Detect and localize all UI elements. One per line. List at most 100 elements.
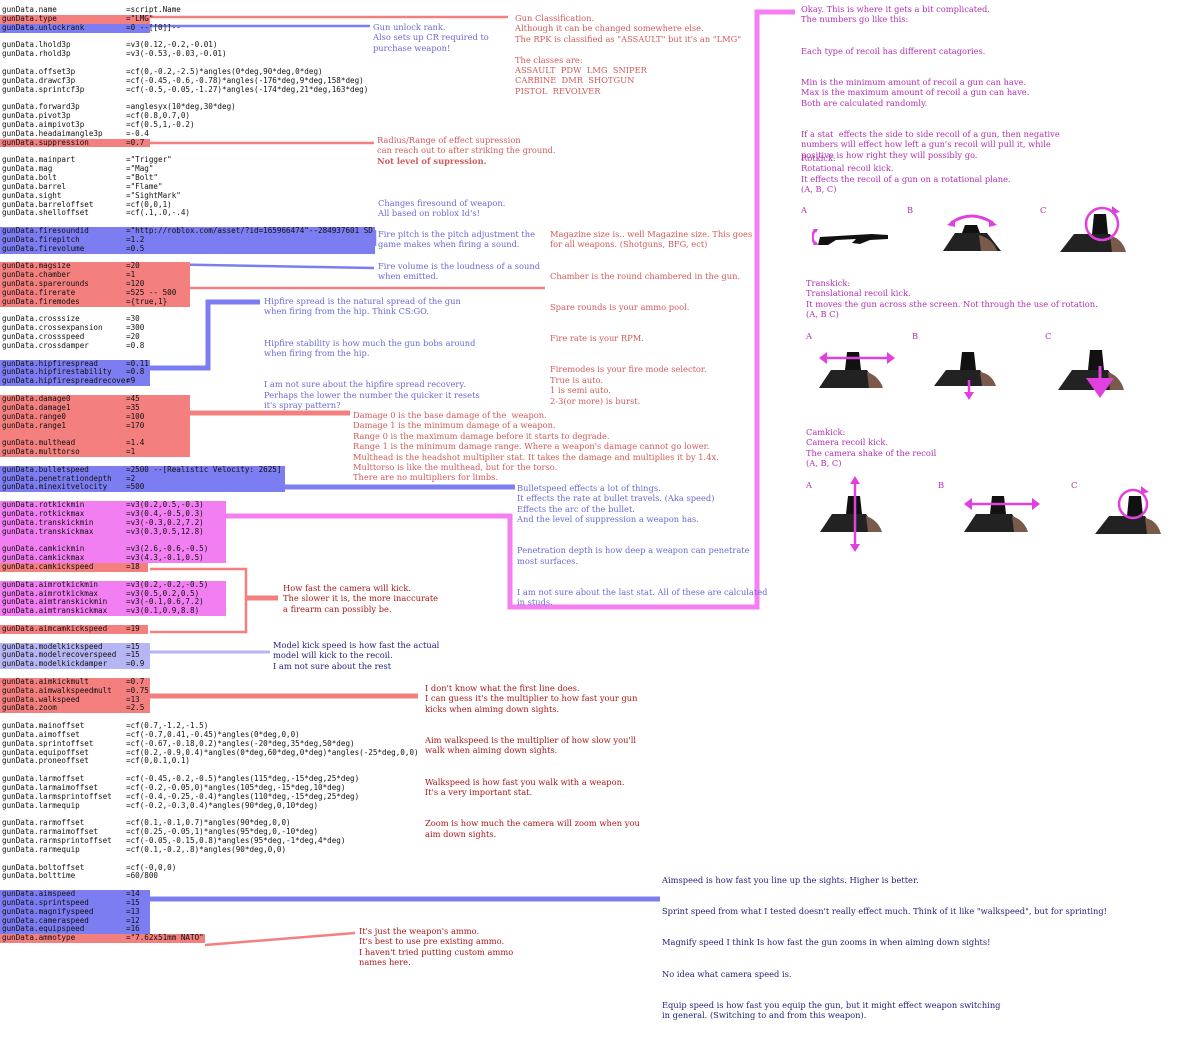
- code-value: =9: [126, 376, 136, 386]
- line-hipfire: [150, 299, 260, 371]
- code-value: =cf(-0.67,-0.18,0.2)*angles(-20*deg,35*d…: [126, 738, 355, 748]
- code-value: =100: [126, 411, 145, 421]
- code-key: gunData.multtorso: [2, 447, 80, 457]
- code-key: gunData.drawcf3p: [2, 75, 76, 85]
- code-value: =2.5: [126, 703, 145, 713]
- code-key: gunData.barrel: [2, 181, 67, 191]
- code-value: =1.4: [126, 438, 145, 448]
- transkick-label-c: C: [1045, 331, 1052, 341]
- transkick-label-a: A: [806, 331, 812, 341]
- code-highlight-17: [0, 624, 148, 634]
- code-value: =v3(-0.53,-0.03,-0.01): [126, 49, 227, 59]
- code-key: gunData.aimwalkspeedmult: [2, 685, 112, 695]
- code-key: gunData.range0: [2, 411, 67, 421]
- code-value: =18: [126, 562, 140, 571]
- code-value: =cf(-0.2,-0.05,0)*angles(105*deg,-15*deg…: [126, 782, 346, 792]
- note-gun-classification: Gun Classification. Although it can be c…: [515, 13, 742, 96]
- code-key: gunData.rarmaimoffset: [2, 827, 99, 837]
- code-key: gunData.damage1: [2, 402, 71, 412]
- code-value: =1: [126, 447, 136, 457]
- code-key: gunData.boltoffset: [2, 862, 85, 872]
- code-key: gunData.firevolume: [2, 243, 85, 253]
- code-highlight-16: [0, 580, 226, 617]
- code-key: gunData.firesoundid: [2, 226, 89, 235]
- code-value: =v3(0.4,-0.5,0.3): [126, 508, 204, 518]
- code-key: gunData.equipoffset: [2, 747, 89, 757]
- code-key: gunData.larmsprintoffset: [2, 791, 112, 801]
- note-bullet: Bulletspeed effects a lot of things. It …: [517, 483, 768, 608]
- code-highlight-9: [0, 262, 190, 307]
- code-key: gunData.unlockrank: [2, 22, 85, 32]
- code-key: gunData.proneoffset: [2, 756, 89, 766]
- code-key: gunData.aimspeed: [2, 889, 76, 898]
- code-key: gunData.larmequip: [2, 800, 80, 810]
- code-value: =cf(0,-0.2,-2.5)*angles(0*deg,90*deg,0*d…: [126, 66, 323, 76]
- code-value: =20: [126, 261, 140, 271]
- note-firepitch: Fire pitch is the pitch adjustment the g…: [378, 229, 535, 250]
- code-value: =cf(0.1,-0.2,.8)*angles(90*deg,0,0): [126, 844, 287, 854]
- camkick-b-horizontal-image: [964, 496, 1040, 532]
- code-value: ={true,1}: [126, 296, 168, 306]
- code-key: gunData.rarmoffset: [2, 818, 85, 828]
- code-key: gunData.larmoffset: [2, 774, 85, 784]
- code-key: gunData.aimoffset: [2, 729, 80, 739]
- code-key: gunData.cameraspeed: [2, 915, 89, 925]
- code-key: gunData.name: [2, 5, 57, 14]
- code-value: =v3(0.1,0.9,8.8): [126, 606, 200, 616]
- code-key: gunData.zoom: [2, 703, 57, 713]
- code-value: =cf(-0.45,-0.2,-0.5)*angles(115*deg,-15*…: [126, 774, 360, 784]
- code-key: gunData.minexitvelocity: [2, 482, 108, 492]
- code-key: gunData.camkickmax: [2, 553, 85, 563]
- code-key: gunData.lhold3p: [2, 40, 71, 50]
- code-value: =cf(-0.5,-0.05,-1.27)*angles(-174*deg,21…: [126, 84, 369, 94]
- code-value: =cf(0.8,0.7,0): [126, 111, 191, 121]
- transkick-a-horizontal-image: [819, 352, 895, 388]
- code-value: =cf(-0.2,-0.3,0.4)*angles(90*deg,0,10*de…: [126, 800, 319, 810]
- note-transkick: Transkick: Translational recoil kick. It…: [806, 278, 1098, 320]
- code-value: =0.7: [126, 676, 145, 686]
- code-key: gunData.hipfirespreadrecover: [2, 376, 131, 386]
- code-value: =cf(0.2,-0.9,0.4)*angles(0*deg,60*deg,0*…: [126, 747, 419, 757]
- code-highlight-25: [0, 934, 205, 944]
- code-value: =30: [126, 314, 140, 324]
- rotkick-b-sight-rotation-image: [935, 203, 1007, 251]
- camkick-label-b: B: [938, 480, 945, 490]
- note-aimspeed: Aimspeed is how fast you line up the sig…: [662, 875, 1108, 1021]
- code-value: =0.11: [126, 358, 149, 368]
- code-value: =1.2: [126, 234, 145, 244]
- transkick-b-vertical-image: [934, 352, 996, 400]
- code-value: =45: [126, 393, 140, 403]
- code-value: =2: [126, 473, 136, 483]
- code-value: ="SightMark": [126, 190, 181, 200]
- code-key: gunData.magnifyspeed: [2, 906, 94, 916]
- code-key: gunData.range1: [2, 420, 67, 430]
- code-key: gunData.mainpart: [2, 155, 76, 165]
- code-value: =cf(0,0.1,0.1): [126, 756, 191, 766]
- code-value: =15: [126, 641, 140, 651]
- code-highlight-19: [0, 677, 150, 714]
- code-value: =525 -- 500: [126, 287, 177, 297]
- code-value: =v3(0.12,-0.2,-0.01): [126, 40, 218, 50]
- code-value: =0.8: [126, 367, 145, 377]
- code-value: =170: [126, 420, 145, 430]
- code-key: gunData.crossdamper: [2, 340, 89, 350]
- note-firesound: Changes firesound of weapon. All based o…: [378, 198, 506, 219]
- code-highlight-12: [0, 394, 190, 457]
- code-value: =20: [126, 332, 140, 342]
- code-value: ="http://roblox.com/asset/?id=165966474"…: [126, 226, 373, 235]
- camkick-c-circle-image: [1095, 486, 1161, 534]
- transkick-c-forward-image: [1058, 350, 1124, 398]
- code-key: gunData.rotkickmax: [2, 508, 85, 518]
- code-key: gunData.chamber: [2, 270, 71, 280]
- code-key: gunData.camkickmin: [2, 544, 85, 554]
- code-key: gunData.modelrecoverspeed: [2, 650, 117, 660]
- code-key: gunData.transkickmin: [2, 517, 94, 527]
- code-value: =35: [126, 402, 140, 412]
- code-key: gunData.sprintspeed: [2, 897, 89, 907]
- code-value: =300: [126, 323, 145, 333]
- code-value: =v3(0.5,0.2,0.5): [126, 588, 200, 598]
- code-value: =script.Name: [126, 5, 181, 14]
- rotkick-label-b: B: [907, 205, 914, 215]
- note-suppression: Radius/Range of effect supression can re…: [377, 135, 556, 156]
- code-highlight-14: [0, 501, 226, 563]
